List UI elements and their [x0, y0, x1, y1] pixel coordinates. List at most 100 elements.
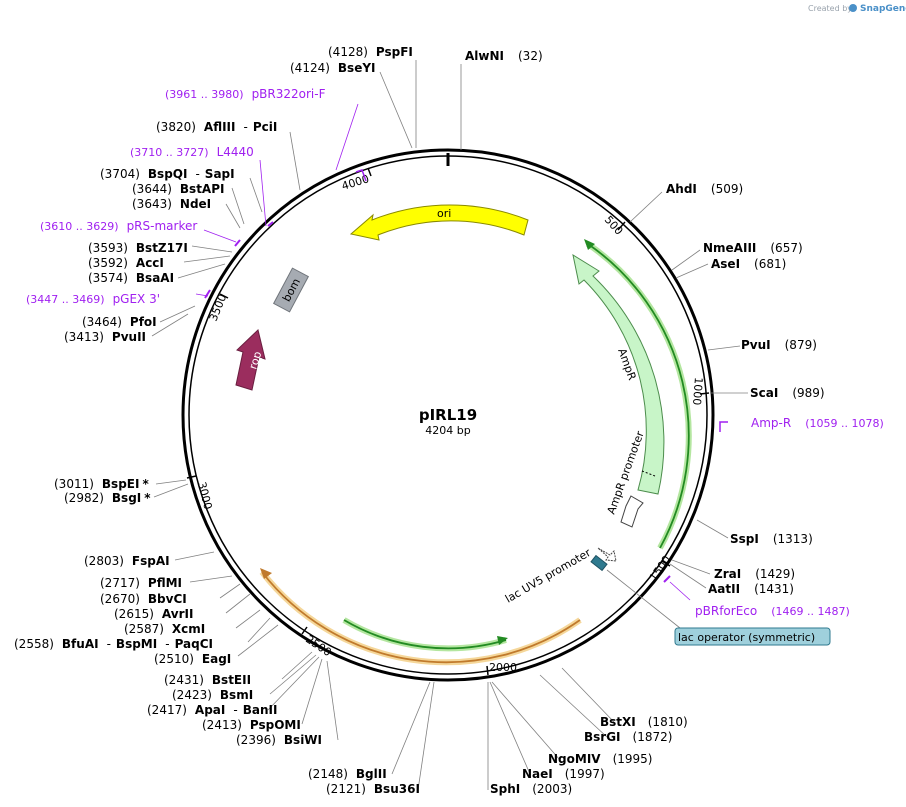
lac-operator-marker	[590, 554, 608, 572]
enzyme-label-pflmi: (2717)PflMI	[100, 576, 182, 590]
enzyme-label-sspi: SspI(1313)	[730, 532, 813, 546]
leader-line	[629, 191, 663, 223]
primer-leader	[195, 293, 209, 297]
leader-line	[491, 681, 561, 761]
leader-line	[225, 203, 241, 229]
lac-operator-callout: lac operator (symmetric)	[674, 627, 831, 646]
enzyme-label-pvuii: (3413)PvuII	[64, 330, 146, 344]
orf-right-arrowhead	[584, 239, 595, 250]
enzyme-label-bglii: (2148)BglII	[308, 767, 387, 781]
tick-mark	[219, 293, 229, 299]
lacuv5-label: lac UV5 promoter	[503, 546, 593, 606]
orf-inner	[343, 619, 507, 650]
enzyme-label-asei: AseI(681)	[711, 257, 786, 271]
enzyme-label-afliii: (3820)AflIII-PciI	[156, 120, 277, 134]
enzyme-label-xcmi: (2587)XcmI	[124, 622, 205, 636]
leader-line	[289, 131, 301, 191]
enzyme-label-pspfi: (4128)PspFI	[328, 45, 413, 59]
enzyme-label-bstxi: BstXI(1810)	[600, 715, 688, 729]
lac-operator-box	[590, 554, 608, 572]
leader-line	[539, 674, 609, 739]
tick-mark	[661, 560, 671, 567]
primer-marker	[663, 575, 671, 583]
leader-line	[159, 305, 196, 323]
orf-right	[587, 243, 690, 549]
credit-prefix: Created by	[808, 4, 852, 13]
enzyme-label-pspomi: (2413)PspOMI	[202, 718, 301, 732]
bom-box	[272, 267, 310, 313]
primer-label-prs-marker: (3610 .. 3629)pRS-marker	[40, 219, 197, 233]
leader-line	[391, 681, 431, 775]
ampr-promoter-arrow	[620, 495, 644, 528]
enzyme-label-bseyi: (4124)BseYI	[290, 61, 376, 75]
enzyme-label-ndei: (3643)NdeI	[132, 197, 211, 211]
lac-operator-label: lac operator (symmetric)	[678, 631, 815, 644]
enzyme-label-scai: ScaI(989)	[750, 386, 825, 400]
leader-line	[155, 479, 187, 485]
primer-leader	[259, 159, 267, 227]
leader-line	[379, 71, 413, 149]
leader-line	[189, 575, 233, 583]
leader-line	[231, 187, 245, 225]
leader-line	[489, 681, 531, 775]
bom-feature: bom	[272, 267, 310, 313]
enzyme-label-bbvci: (2670)BbvCI	[100, 592, 187, 606]
features: ori bom rop AmpR AmpR promoter lac UV5 p…	[235, 204, 831, 666]
leader-line	[177, 263, 226, 279]
enzyme-label-avrii: (2615)AvrII	[114, 607, 193, 621]
primer-label-pbrforeco: pBRforEco(1469 .. 1487)	[695, 604, 850, 618]
leader-line	[326, 660, 339, 741]
ori-label: ori	[437, 207, 451, 220]
leader-line	[707, 345, 741, 351]
leader-line	[183, 255, 231, 263]
enzyme-label-bsteii: (2431)BstEII	[164, 673, 251, 687]
plasmid-size: 4204 bp	[425, 424, 470, 437]
leader-line	[249, 177, 263, 213]
primer-label-pgex3: (3447 .. 3469)pGEX 3'	[26, 292, 160, 306]
lac-operator-leader	[606, 569, 681, 629]
tick-mark	[699, 392, 710, 395]
leader-line	[237, 624, 279, 657]
lac-operator-label-box	[674, 627, 831, 646]
primer-marker	[234, 239, 241, 247]
enzyme-label-bsmi: (2423)BsmI	[172, 688, 253, 702]
enzyme-label-bstz17i: (3593)BstZ17I	[88, 241, 188, 255]
leader-line	[235, 609, 261, 629]
enzyme-label-bsiwi: (2396)BsiWI	[236, 733, 322, 747]
enzyme-labels: (4128)PspFI (4124)BseYI AlwNI(32) (3820)…	[14, 45, 825, 796]
enzyme-label-bsgi: (2982)BsgI*	[64, 491, 151, 505]
leader-line	[671, 249, 701, 271]
enzyme-label-ahdi: AhdI(509)	[666, 182, 743, 196]
primer-leader	[203, 229, 237, 243]
leader-line	[561, 667, 615, 723]
enzyme-label-eagi: (2510)EagI	[154, 652, 231, 666]
leader-line	[267, 656, 320, 711]
tick-label: 4000	[340, 172, 371, 193]
leader-line	[151, 313, 189, 337]
enzyme-leaders	[151, 60, 748, 791]
tick-mark	[186, 475, 197, 479]
leader-line	[219, 583, 241, 599]
primer-marker	[267, 221, 274, 227]
primer-leader	[335, 103, 359, 171]
enzyme-label-ngomiv: NgoMIV(1995)	[548, 752, 652, 766]
leader-line	[301, 658, 323, 725]
snapgene-credit: Created by SnapGene	[808, 4, 906, 14]
plasmid-name: pIRL19	[419, 406, 477, 424]
leader-line	[675, 263, 709, 279]
leader-line	[225, 593, 251, 614]
rop-label: rop	[246, 350, 264, 371]
rop-arrow	[235, 329, 266, 391]
primer-marker	[204, 289, 211, 299]
enzyme-label-fspai: (2803)FspAI	[84, 554, 170, 568]
enzyme-label-acci: (3592)AccI	[88, 256, 164, 270]
leader-line	[247, 617, 271, 643]
lacuv5-promoter-arrow	[597, 547, 617, 562]
primer-label-l4440: (3710 .. 3727)L4440	[130, 145, 254, 159]
ori-arrow	[349, 204, 529, 241]
leader-line	[174, 551, 215, 561]
enzyme-label-bspqi: (3704)BspQI-SapI	[100, 167, 235, 181]
enzyme-label-pvui: PvuI(879)	[741, 338, 817, 352]
enzyme-label-naei: NaeI(1997)	[522, 767, 605, 781]
